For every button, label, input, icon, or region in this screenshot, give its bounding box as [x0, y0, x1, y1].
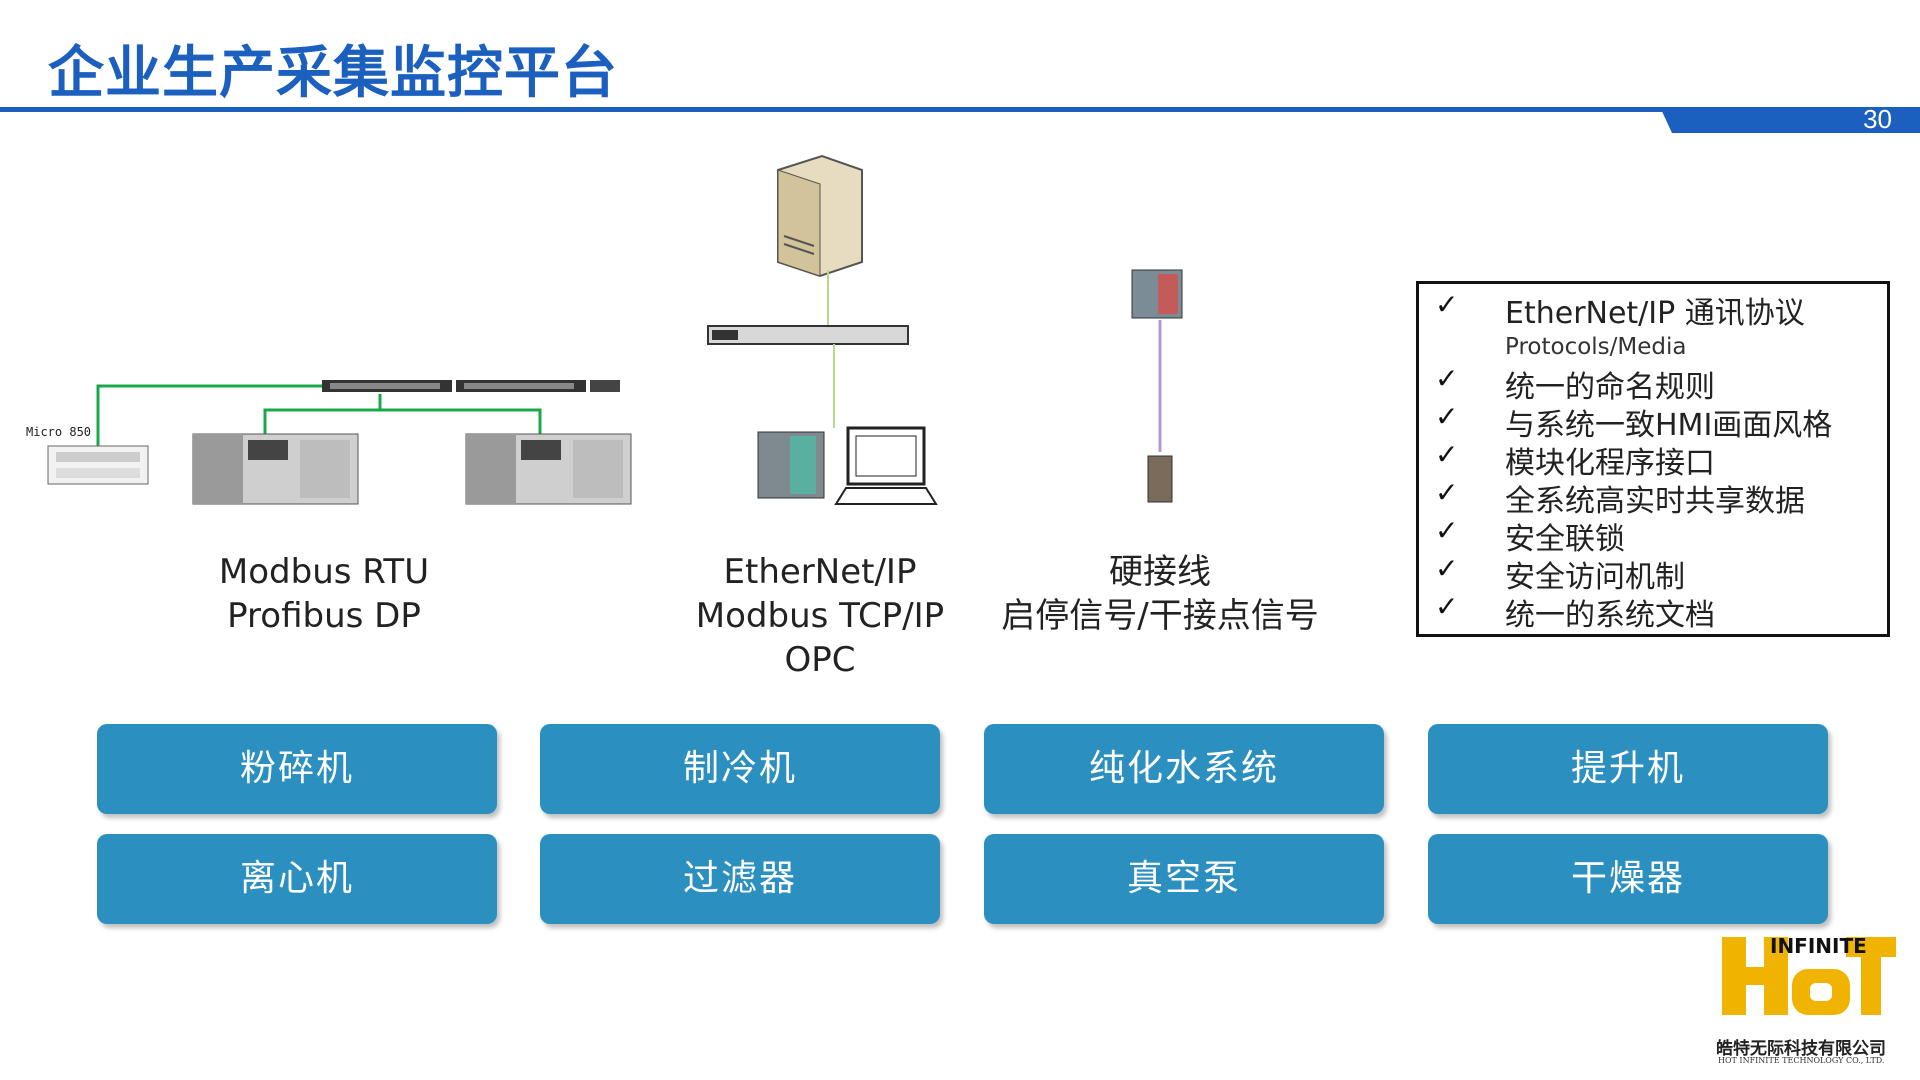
io-module-icon — [1131, 269, 1183, 319]
plc-rack-icon — [192, 433, 359, 505]
fieldbus-lines — [96, 384, 542, 450]
micro850-label: Micro 850 — [26, 425, 92, 439]
plc-module-icon — [757, 431, 825, 499]
check-icon: ✓ — [1435, 514, 1459, 547]
micro850-plc-icon — [47, 445, 149, 485]
page-number: 30 — [1863, 104, 1892, 134]
page-title: 企业生产采集监控平台 — [48, 41, 618, 106]
feature-list: ✓ EtherNet/IP 通讯协议 Protocols/Media ✓ 统一的… — [1416, 281, 1890, 637]
check-icon: ✓ — [1435, 438, 1459, 471]
title-rule — [0, 107, 1920, 112]
check-icon: ✓ — [1435, 362, 1459, 395]
computer-icon — [834, 426, 938, 505]
logo-company-name: 皓特无际科技有限公司 — [1716, 1039, 1886, 1059]
check-icon: ✓ — [1435, 400, 1459, 433]
switch-icon — [707, 325, 909, 345]
protocol-caption-center: EtherNet/IP Modbus TCP/IP OPC — [695, 552, 945, 680]
check-icon: ✓ — [1435, 288, 1459, 321]
equipment-tile-purified-water[interactable]: 纯化水系统 — [984, 724, 1384, 814]
sensor-icon — [1147, 455, 1173, 503]
logo-mark-text: INFINITE — [1770, 935, 1867, 958]
check-icon: ✓ — [1435, 476, 1459, 509]
switch-icon — [322, 380, 620, 392]
equipment-tile-centrifuge[interactable]: 离心机 — [97, 834, 497, 924]
check-icon: ✓ — [1435, 552, 1459, 585]
page-number-tab — [1660, 107, 1920, 133]
equipment-tile-elevator[interactable]: 提升机 — [1428, 724, 1828, 814]
company-logo: INFINITE — [1722, 935, 1896, 1015]
server-icon — [777, 154, 863, 278]
feature-item: ✓ EtherNet/IP 通讯协议 Protocols/Media — [1435, 288, 1805, 360]
check-icon: ✓ — [1435, 590, 1459, 623]
equipment-tile-chiller[interactable]: 制冷机 — [540, 724, 940, 814]
equipment-tile-vacuum-pump[interactable]: 真空泵 — [984, 834, 1384, 924]
logo-company-name-en: HOT INFINITE TECHNOLOGY CO., LTD. — [1718, 1056, 1885, 1065]
equipment-tile-dryer[interactable]: 干燥器 — [1428, 834, 1828, 924]
equipment-tile-grinder[interactable]: 粉碎机 — [97, 724, 497, 814]
equipment-tile-filter[interactable]: 过滤器 — [540, 834, 940, 924]
protocol-caption-right: 硬接线 启停信号/干接点信号 — [1001, 552, 1319, 636]
plc-rack-icon — [465, 433, 632, 505]
protocol-caption-left: Modbus RTU Profibus DP — [218, 552, 430, 636]
network-diagram — [47, 154, 1183, 505]
